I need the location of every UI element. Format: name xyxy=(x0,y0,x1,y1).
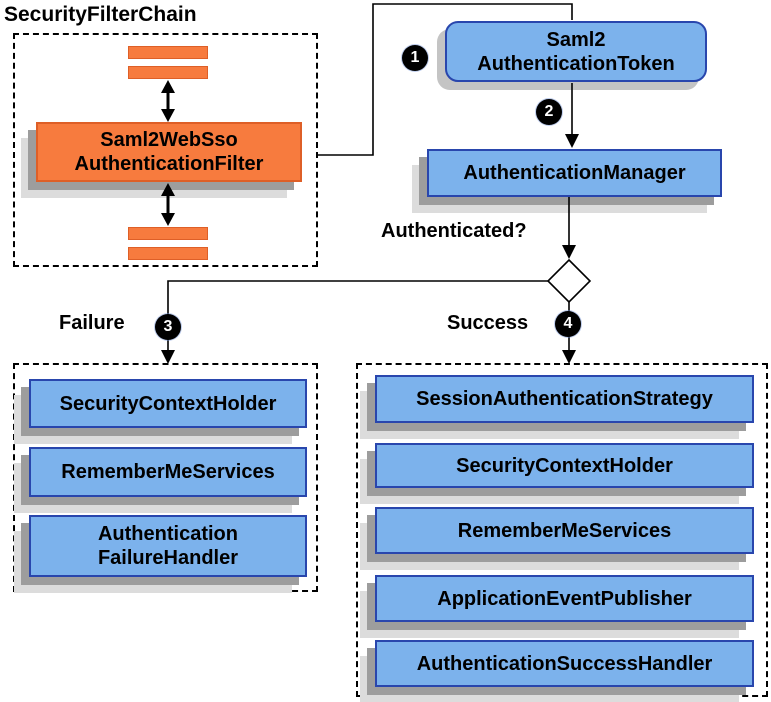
saml2-web-sso-authentication-filter-box: Saml2WebSso AuthenticationFilter xyxy=(36,122,302,182)
filter-bar xyxy=(128,227,208,240)
step-1-badge: 1 xyxy=(402,45,428,71)
step-2-badge: 2 xyxy=(536,99,562,125)
failure-handlers-box xyxy=(13,363,318,592)
manager-to-decision-arrow xyxy=(562,197,576,259)
saml2-authentication-token-box: Saml2 AuthenticationToken xyxy=(445,21,707,82)
step-3-badge: 3 xyxy=(155,314,181,340)
token-to-manager-arrow xyxy=(565,83,579,148)
remember-me-services-box: RememberMeServices xyxy=(29,447,307,497)
authentication-success-handler-box: AuthenticationSuccessHandler xyxy=(375,640,754,687)
filter-bar xyxy=(128,247,208,260)
authenticated-question-label: Authenticated? xyxy=(381,220,527,242)
security-context-holder-box: SecurityContextHolder xyxy=(375,443,754,488)
success-branch-label: Success xyxy=(447,312,529,334)
application-event-publisher-box: ApplicationEventPublisher xyxy=(375,575,754,622)
failure-branch-label: Failure xyxy=(59,312,125,334)
success-handlers-box xyxy=(356,363,768,697)
authentication-manager-box: AuthenticationManager xyxy=(427,149,722,197)
remember-me-services-box: RememberMeServices xyxy=(375,507,754,554)
decision-diamond xyxy=(546,258,592,304)
security-filter-chain-title: SecurityFilterChain xyxy=(4,3,197,26)
step-4-badge: 4 xyxy=(555,311,581,337)
filter-bar xyxy=(128,66,208,79)
filter-bar xyxy=(128,46,208,59)
authentication-failure-handler-box: Authentication FailureHandler xyxy=(29,515,307,577)
session-authentication-strategy-box: SessionAuthenticationStrategy xyxy=(375,375,754,423)
security-context-holder-box: SecurityContextHolder xyxy=(29,379,307,428)
